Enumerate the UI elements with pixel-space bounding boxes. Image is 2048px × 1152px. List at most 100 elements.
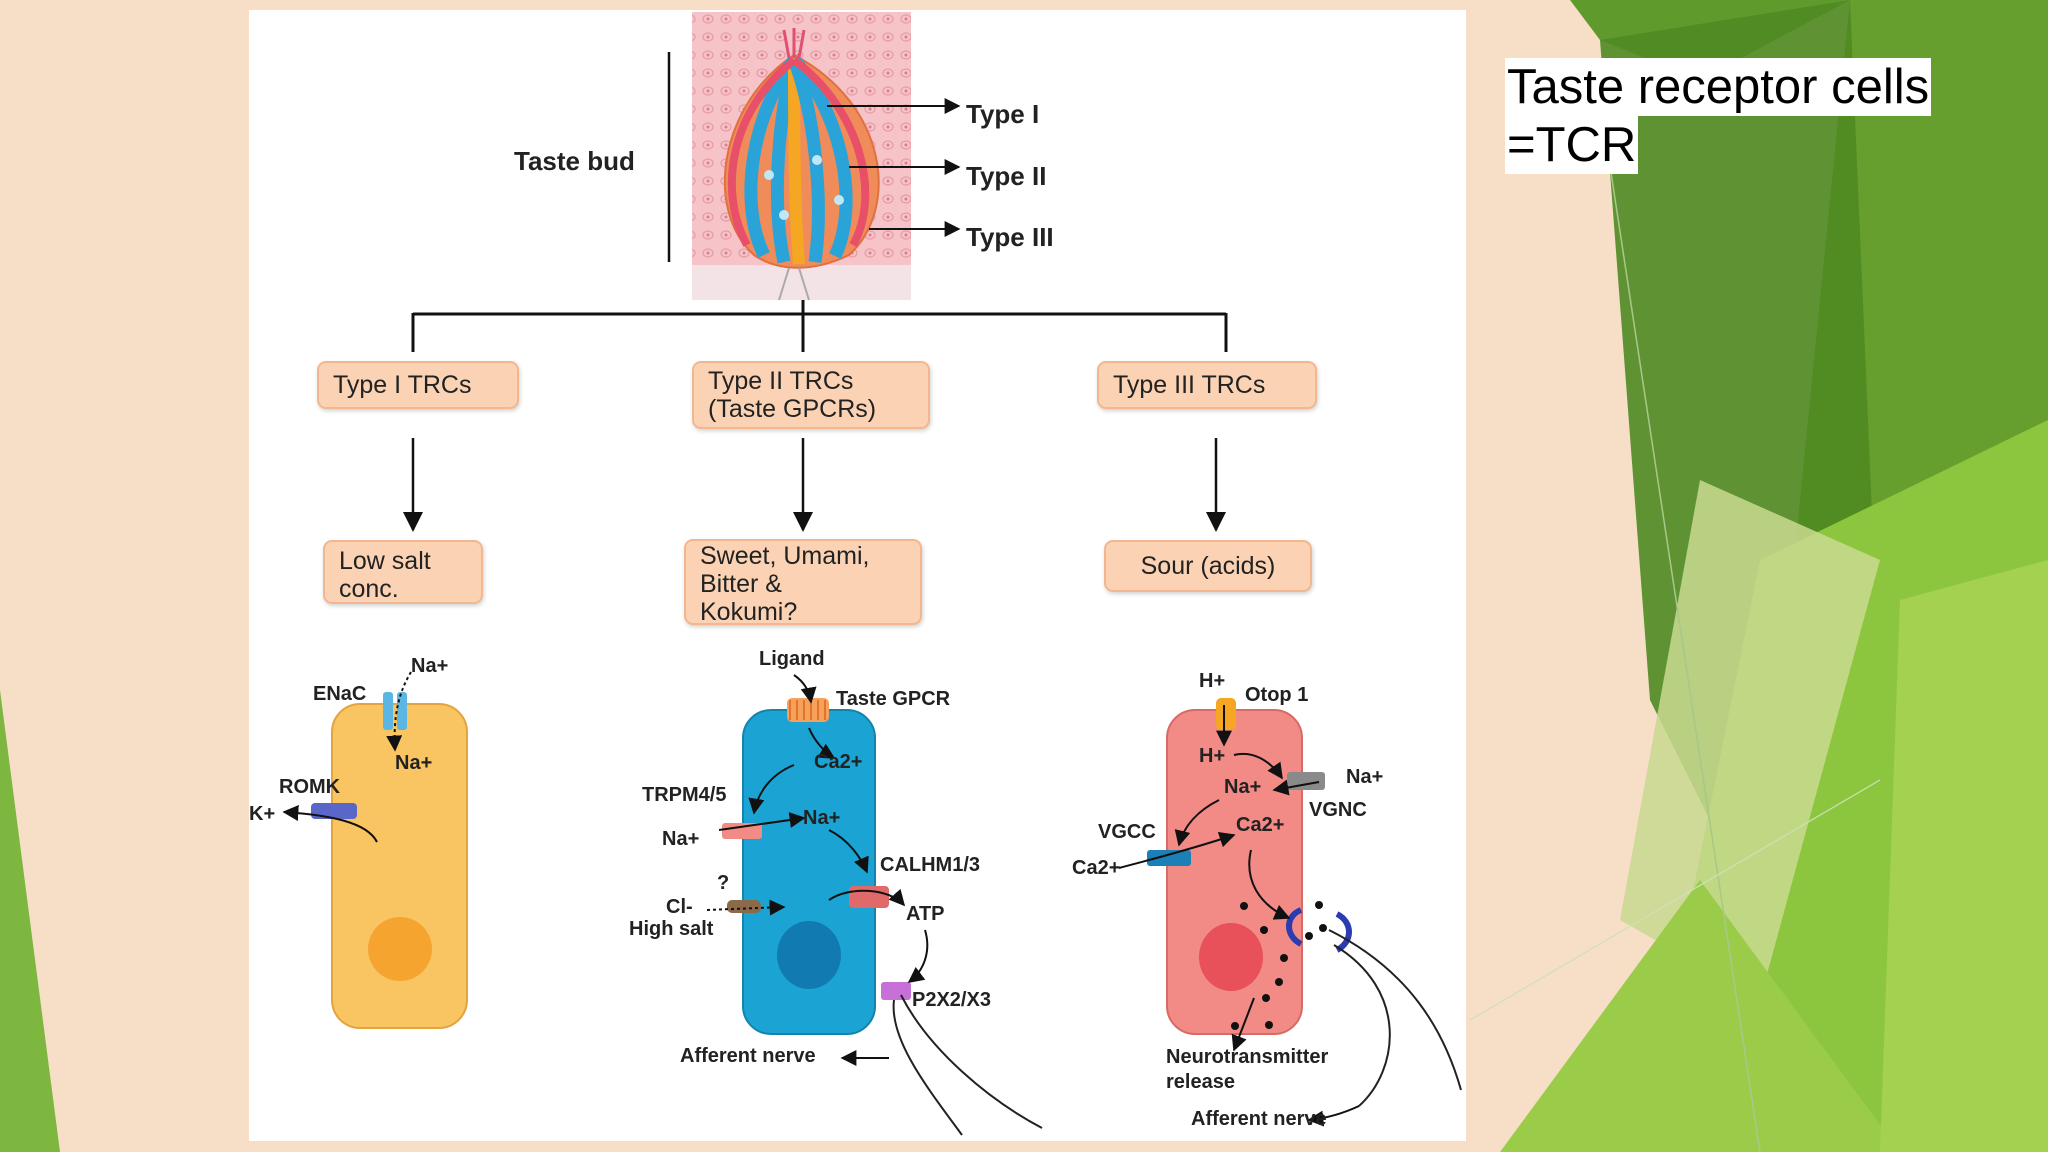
afferent-nerve-fiber bbox=[892, 999, 963, 1136]
slide-title-line-1: Taste receptor cells bbox=[1505, 58, 1932, 116]
vesicle bbox=[1260, 926, 1268, 934]
type3-trcs-box: Type III TRCs bbox=[1097, 361, 1317, 409]
diagram-graphics bbox=[282, 12, 1462, 1136]
sweet-umami-line-3: Kokumi? bbox=[700, 598, 798, 626]
na-influx-arrow bbox=[1272, 779, 1320, 796]
bud-cell-orange bbox=[788, 59, 805, 265]
sweet-umami-bitter-box: Sweet, Umami, Bitter & Kokumi? bbox=[684, 539, 922, 626]
k-efflux-arrow bbox=[282, 804, 378, 843]
green-shard-bright bbox=[1880, 560, 2048, 1152]
diagram-panel: Taste bud Type I Type II Type III Type I… bbox=[249, 10, 1466, 1141]
type2-cell bbox=[706, 674, 1043, 1136]
cl-arrow bbox=[706, 899, 786, 916]
ca-release-arrow bbox=[1248, 849, 1291, 920]
na-inside-label: Na+ bbox=[1224, 776, 1262, 798]
vgcc-channel bbox=[1147, 850, 1191, 866]
vesicle bbox=[1280, 954, 1288, 962]
na-influx-arrow bbox=[718, 812, 806, 831]
gpcr-ca-arrow bbox=[808, 727, 836, 759]
enac-channel bbox=[383, 692, 393, 730]
postsynaptic-receptor bbox=[1286, 907, 1303, 947]
vesicle bbox=[1305, 932, 1313, 940]
green-shard-bottom bbox=[1500, 880, 1900, 1152]
type2-nucleus bbox=[777, 921, 841, 989]
trpm-label: TRPM4/5 bbox=[642, 784, 727, 806]
type1-nucleus bbox=[368, 917, 432, 981]
afferent-nerve-label: Afferent nerve bbox=[680, 1045, 816, 1067]
sour-box: Sour (acids) bbox=[1104, 540, 1312, 592]
cl-label: Cl- bbox=[666, 896, 693, 918]
type-iii-label: Type III bbox=[966, 222, 1054, 252]
type3-nucleus bbox=[1199, 923, 1263, 991]
enac-channel bbox=[397, 692, 407, 730]
h-inside-label: H+ bbox=[1199, 745, 1226, 767]
neurotransmitter-label: Neurotransmitter bbox=[1166, 1046, 1329, 1068]
bud-nucleus bbox=[779, 210, 789, 220]
romk-label: ROMK bbox=[279, 776, 341, 798]
question-label: ? bbox=[717, 872, 730, 894]
type-i-label: Type I bbox=[966, 99, 1040, 129]
ca-label: Ca2+ bbox=[814, 751, 863, 773]
slide-title: Taste receptor cells =TCR bbox=[1505, 58, 1932, 174]
unknown-channel bbox=[727, 900, 761, 913]
calhm-label: CALHM1/3 bbox=[880, 854, 981, 876]
vgnc-label: VGNC bbox=[1309, 799, 1367, 821]
green-shard-pale bbox=[1620, 480, 1880, 1000]
enac-label: ENaC bbox=[313, 683, 367, 705]
atp-p2x-arrow bbox=[907, 929, 929, 983]
type3-trcs-label: Type III TRCs bbox=[1113, 371, 1266, 399]
high-salt-label: High salt bbox=[629, 918, 714, 940]
p2x-receptor bbox=[881, 982, 911, 1000]
type2-trcs-label: Type II TRCs bbox=[708, 367, 854, 395]
thin-line bbox=[1599, 99, 1761, 1152]
bud-pore bbox=[782, 28, 806, 59]
afferent-nerve-arrow bbox=[1307, 1105, 1360, 1127]
vesicle bbox=[1231, 1022, 1239, 1030]
na-inside-label: Na+ bbox=[803, 807, 841, 829]
type2-trcs-sublabel: (Taste GPCRs) bbox=[708, 395, 877, 423]
p2x-label: P2X2/X3 bbox=[912, 989, 991, 1011]
afferent-nerve-label: Afferent nerve bbox=[1191, 1108, 1327, 1130]
na-outside-label: Na+ bbox=[411, 655, 449, 677]
k-label: K+ bbox=[249, 803, 276, 825]
trpm-channel bbox=[722, 823, 762, 839]
na-calhm-arrow bbox=[828, 829, 869, 874]
otop1-channel bbox=[1216, 698, 1236, 730]
bud-cell-blue bbox=[744, 55, 800, 258]
vesicle bbox=[1319, 924, 1327, 932]
afferent-nerve-fiber bbox=[900, 994, 1043, 1129]
afferent-nerve-fiber bbox=[1333, 944, 1391, 1107]
taste-bud-label: Taste bud bbox=[514, 146, 635, 176]
gpcr-receptor bbox=[787, 698, 829, 722]
vesicle bbox=[1240, 902, 1248, 910]
taste-gpcr-label: Taste GPCR bbox=[836, 688, 951, 710]
thin-line bbox=[1469, 779, 1881, 1021]
sweet-umami-line-1: Sweet, Umami, bbox=[700, 542, 870, 570]
ca-inside-label: Ca2+ bbox=[1236, 814, 1285, 836]
postsynaptic-receptor bbox=[1335, 911, 1352, 953]
type1-trcs-box: Type I TRCs bbox=[317, 361, 519, 409]
vesicle bbox=[1262, 994, 1270, 1002]
type2-trcs-box: Type II TRCs (Taste GPCRs) bbox=[692, 361, 930, 429]
otop1-label: Otop 1 bbox=[1245, 684, 1309, 706]
na-influx-arrow bbox=[386, 671, 412, 752]
vesicle bbox=[1275, 978, 1283, 986]
ligand-label: Ligand bbox=[759, 648, 825, 670]
type3-cell bbox=[1118, 698, 1462, 1127]
ligand-arrow bbox=[793, 674, 817, 704]
bud-cell-red bbox=[791, 56, 870, 247]
sour-label: Sour (acids) bbox=[1140, 552, 1276, 580]
h-outside-label: H+ bbox=[1199, 670, 1226, 692]
ca-trpm-arrow bbox=[748, 764, 795, 815]
h-vgnc-arrow bbox=[1233, 752, 1283, 780]
low-salt-box: Low salt conc. bbox=[323, 540, 483, 604]
atp-release-arrow bbox=[828, 888, 906, 907]
atp-label: ATP bbox=[906, 903, 945, 925]
bud-nucleus bbox=[834, 195, 844, 205]
ca-influx-arrow bbox=[1118, 831, 1236, 869]
bud-nucleus bbox=[764, 170, 774, 180]
type-ii-label: Type II bbox=[966, 161, 1047, 191]
bud-cell-red bbox=[727, 56, 797, 247]
nt-release-arrow bbox=[1231, 997, 1255, 1052]
